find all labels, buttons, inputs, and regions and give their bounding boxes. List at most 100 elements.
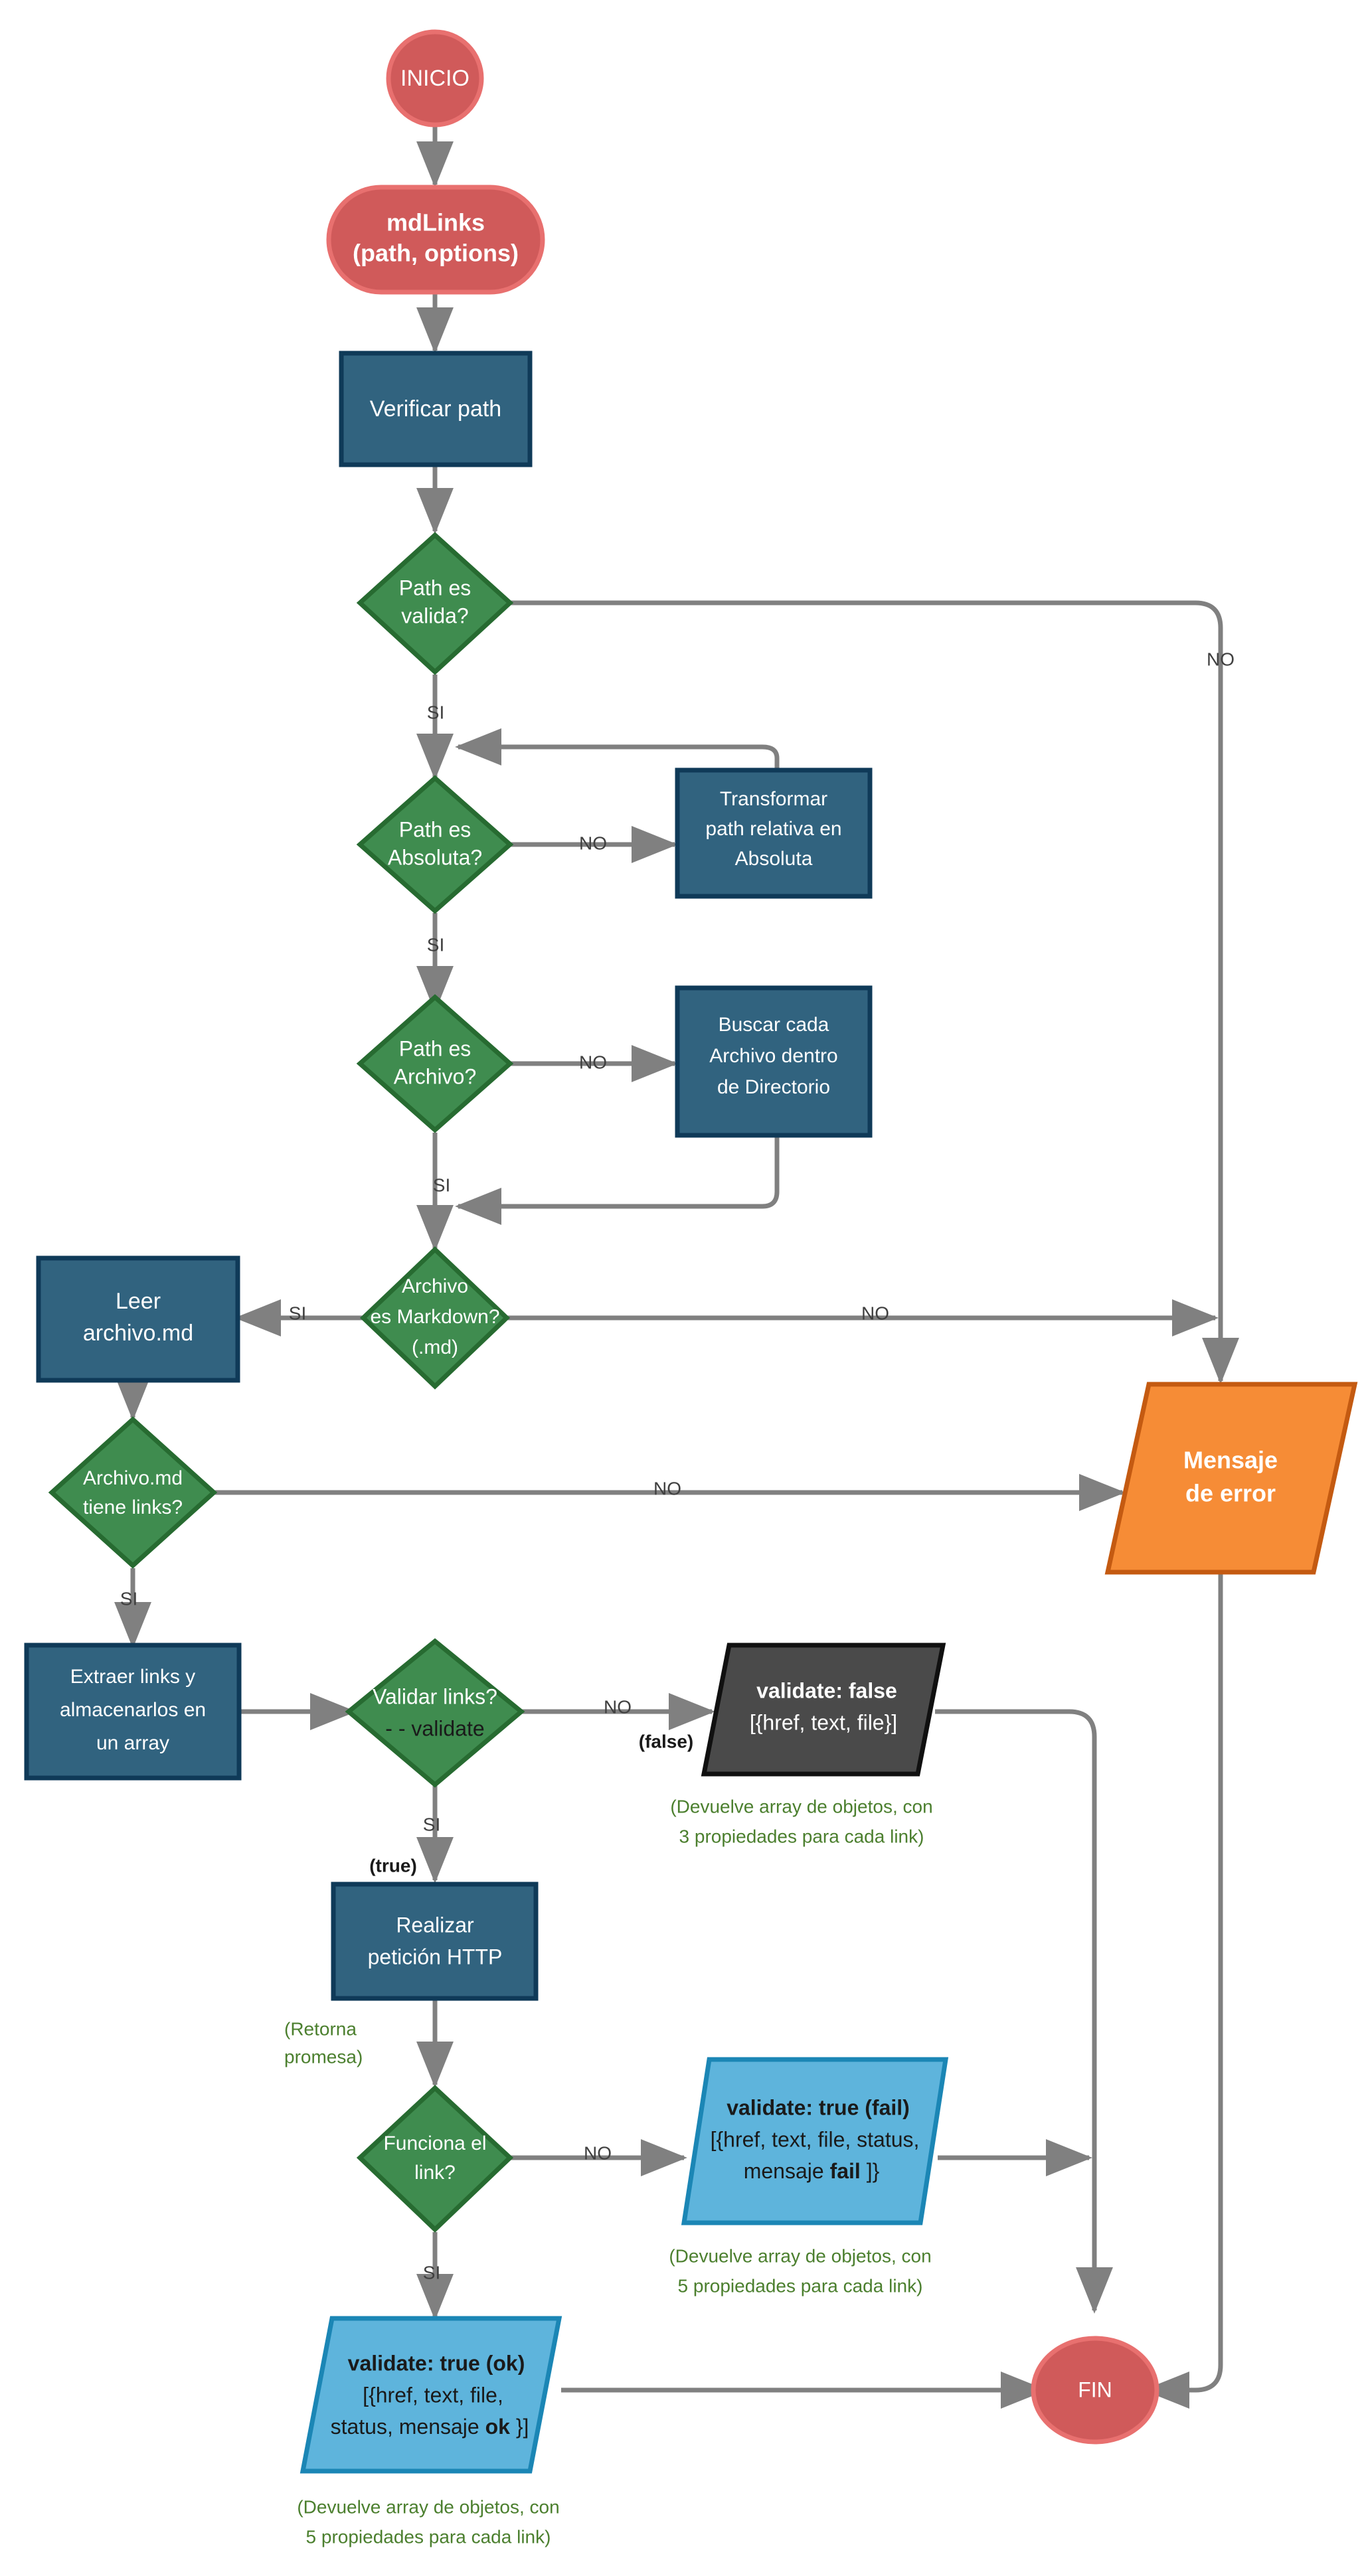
node-fin[interactable]: FIN — [1031, 2336, 1159, 2445]
edge-label-archivo-si: SI — [433, 1174, 450, 1195]
path-absoluta-label-line2: Absoluta? — [388, 845, 482, 869]
validate-true-fail-label-line3a: mensaje — [744, 2159, 830, 2183]
node-path-archivo[interactable]: Path es Archivo? — [356, 994, 514, 1133]
note-cinco-props-ok-line1: (Devuelve array de objetos, con — [297, 2496, 559, 2517]
path-absoluta-shape — [356, 775, 514, 914]
funciona-link-label-line1: Funciona el — [383, 2133, 486, 2154]
transformar-shape — [675, 767, 873, 899]
node-funciona-link[interactable]: Funciona el link? — [356, 2085, 514, 2233]
note-promesa-line1: (Retorna — [284, 2018, 357, 2039]
edge-label-validar-false: (false) — [639, 1731, 693, 1751]
validate-false-shape — [701, 1643, 946, 1777]
extraer-links-label-line2: almacenarlos en — [60, 1699, 206, 1721]
mensaje-error-label-line2: de error — [1185, 1480, 1276, 1507]
node-leer-archivo[interactable]: Leer archivo.md — [36, 1255, 240, 1383]
node-transformar[interactable]: Transformar path relativa en Absoluta — [675, 767, 873, 899]
mdlinks-label-line2: (path, options) — [353, 240, 519, 267]
archivo-markdown-label-line3: (.md) — [412, 1336, 458, 1358]
edge-label-markdown-no: NO — [861, 1303, 889, 1323]
edge-label-validar-si: SI — [423, 1814, 440, 1834]
node-inicio[interactable]: INICIO — [386, 29, 484, 127]
validate-false-label-line2: [{href, text, file}] — [750, 1710, 897, 1734]
edge-transformar-loopback — [455, 728, 780, 770]
path-valida-label-line2: valida? — [401, 604, 468, 627]
validate-true-fail-label-line3c: ]} — [861, 2159, 880, 2183]
mensaje-error-shape — [1104, 1382, 1358, 1575]
node-mensaje-error[interactable]: Mensaje de error — [1104, 1382, 1358, 1575]
validate-false-label-line1: validate: false — [756, 1678, 897, 1702]
validate-true-ok-label-line2: [{href, text, file, — [363, 2383, 503, 2407]
realizar-http-label-line2: petición HTTP — [368, 1945, 503, 1969]
validate-true-fail-label-line2: [{href, text, file, status, — [711, 2127, 920, 2151]
note-tres-props-line1: (Devuelve array de objetos, con — [670, 1796, 932, 1816]
validate-true-ok-label-line1: validate: true (ok) — [348, 2351, 525, 2375]
node-validate-true-ok[interactable]: validate: true (ok) [{href, text, file, … — [299, 2316, 562, 2474]
mdlinks-label-line1: mdLinks — [386, 209, 485, 236]
buscar-label-line2: Archivo dentro — [709, 1045, 837, 1067]
validate-true-fail-shape — [681, 2057, 949, 2225]
realizar-http-label-line1: Realizar — [396, 1913, 474, 1937]
funciona-link-label-line2: link? — [414, 2162, 456, 2184]
leer-archivo-label-line2: archivo.md — [83, 1321, 193, 1346]
node-validate-true-fail[interactable]: validate: true (fail) [{href, text, file… — [681, 2057, 949, 2225]
edge-label-validar-no: NO — [604, 1696, 632, 1717]
funciona-link-shape — [356, 2085, 514, 2233]
fin-label: FIN — [1078, 2377, 1112, 2401]
fin-shape — [1031, 2336, 1159, 2445]
edge-pathvalida-no-error — [510, 600, 1239, 1384]
node-mdlinks[interactable]: mdLinks (path, options) — [326, 185, 545, 295]
node-validar-links[interactable]: Validar links? - - validate — [345, 1638, 525, 1788]
validate-true-ok-label-line3b: ok — [485, 2415, 511, 2439]
edge-label-valida-no: NO — [1207, 649, 1235, 669]
inicio-label: INICIO — [400, 66, 470, 91]
edge-label-absoluta-no: NO — [579, 833, 607, 853]
mensaje-error-label-line1: Mensaje — [1183, 1447, 1278, 1474]
node-tiene-links[interactable]: Archivo.md tiene links? — [48, 1416, 218, 1569]
transformar-label-line3: Absoluta — [735, 848, 813, 870]
edge-label-funciona-si: SI — [423, 2262, 440, 2283]
path-valida-label-line1: Path es — [399, 576, 471, 600]
node-extraer-links[interactable]: Extraer links y almacenarlos en un array — [24, 1643, 242, 1781]
node-buscar[interactable]: Buscar cada Archivo dentro de Directorio — [675, 985, 873, 1138]
edge-label-validar-true: (true) — [369, 1855, 417, 1876]
edge-label-archivo-no: NO — [579, 1052, 607, 1072]
tiene-links-shape — [48, 1416, 218, 1569]
transformar-label-line2: path relativa en — [705, 818, 841, 840]
svg-text:mensaje fail ]}: mensaje fail ]} — [744, 2159, 880, 2183]
path-archivo-label-line2: Archivo? — [394, 1064, 477, 1088]
validate-true-fail-label-line3b: fail — [830, 2159, 861, 2183]
buscar-shape — [675, 985, 873, 1138]
node-verificar-path[interactable]: Verificar path — [339, 351, 533, 467]
edge-false-fin — [935, 1709, 1113, 2314]
transformar-label-line1: Transformar — [720, 788, 827, 810]
edge-label-absoluta-si: SI — [427, 934, 444, 955]
validate-true-fail-label-line1: validate: true (fail) — [727, 2095, 910, 2119]
node-archivo-markdown[interactable]: Archivo es Markdown? (.md) — [359, 1246, 511, 1390]
node-path-absoluta[interactable]: Path es Absoluta? — [356, 775, 514, 914]
node-validate-false[interactable]: validate: false [{href, text, file}] — [701, 1643, 946, 1777]
node-realizar-http[interactable]: Realizar petición HTTP — [331, 1882, 539, 2001]
leer-archivo-label-line1: Leer — [116, 1289, 161, 1314]
realizar-http-shape — [331, 1882, 539, 2001]
svg-text:status, mensaje ok }]: status, mensaje ok }] — [331, 2415, 529, 2439]
path-absoluta-label-line1: Path es — [399, 817, 471, 841]
path-archivo-label-line1: Path es — [399, 1036, 471, 1060]
note-tres-props-line2: 3 propiedades para cada link) — [679, 1826, 924, 1846]
validate-true-ok-shape — [299, 2316, 562, 2474]
extraer-links-label-line1: Extraer links y — [70, 1666, 195, 1688]
edge-label-links-si: SI — [120, 1588, 137, 1609]
tiene-links-label-line2: tiene links? — [83, 1496, 183, 1518]
verificar-path-shape — [339, 351, 533, 467]
validate-true-ok-label-line3c: }] — [510, 2415, 529, 2439]
validate-true-ok-label-line3a: status, mensaje — [331, 2415, 485, 2439]
mdlinks-shape — [326, 185, 545, 295]
verificar-path-label: Verificar path — [370, 396, 501, 422]
node-path-valida[interactable]: Path es valida? — [356, 532, 514, 675]
note-cinco-props-ok-line2: 5 propiedades para cada link) — [306, 2526, 551, 2547]
validar-links-shape — [345, 1638, 525, 1788]
validar-links-label-line1: Validar links? — [373, 1684, 497, 1708]
edge-label-valida-si: SI — [427, 702, 444, 722]
edge-layer — [114, 123, 1239, 2409]
note-promesa-line2: promesa) — [284, 2046, 363, 2067]
